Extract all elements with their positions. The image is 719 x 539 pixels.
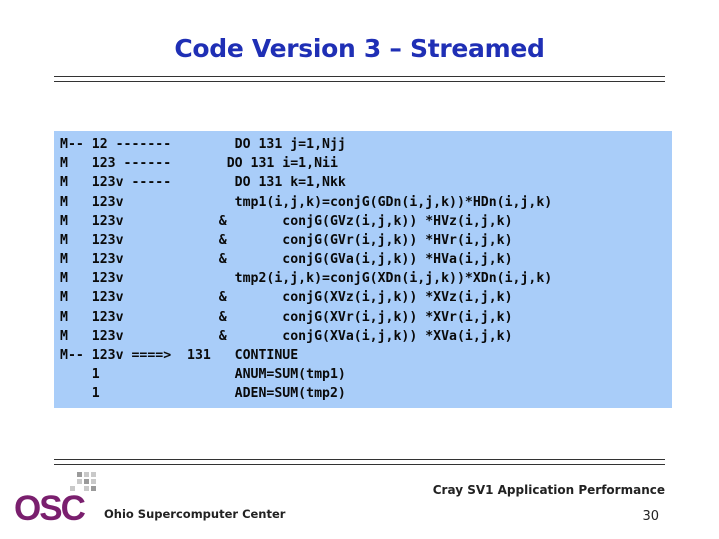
code-listing: M-- 12 ------- DO 131 j=1,Njj M 123 ----… bbox=[54, 131, 672, 408]
osc-logo: OSC bbox=[14, 472, 96, 526]
code-line: M 123 ------ DO 131 i=1,Nii bbox=[60, 156, 338, 171]
code-line: M 123v & conjG(GVa(i,j,k)) *HVa(i,j,k) bbox=[60, 252, 513, 267]
code-line: M 123v & conjG(GVr(i,j,k)) *HVr(i,j,k) bbox=[60, 233, 513, 248]
code-line: 1 ADEN=SUM(tmp2) bbox=[60, 386, 346, 401]
code-line: M 123v & conjG(XVz(i,j,k)) *XVz(i,j,k) bbox=[60, 290, 513, 305]
code-line: M 123v tmp1(i,j,k)=conjG(GDn(i,j,k))*HDn… bbox=[60, 195, 553, 210]
code-line: M 123v & conjG(XVr(i,j,k)) *XVr(i,j,k) bbox=[60, 310, 513, 325]
code-line: M 123v ----- DO 131 k=1,Nkk bbox=[60, 175, 346, 190]
code-line: M-- 123v ====> 131 CONTINUE bbox=[60, 348, 299, 363]
code-line: M-- 12 ------- DO 131 j=1,Njj bbox=[60, 137, 346, 152]
page-number: 30 bbox=[642, 509, 659, 524]
organization-name: Ohio Supercomputer Center bbox=[104, 507, 286, 521]
code-line: M 123v & conjG(XVa(i,j,k)) *XVa(i,j,k) bbox=[60, 329, 513, 344]
bottom-divider bbox=[54, 459, 665, 465]
slide-title: Code Version 3 – Streamed bbox=[174, 34, 545, 63]
code-line: M 123v tmp2(i,j,k)=conjG(XDn(i,j,k))*XDn… bbox=[60, 271, 553, 286]
top-divider bbox=[54, 76, 665, 82]
svg-text:OSC: OSC bbox=[14, 489, 86, 526]
footer-title: Cray SV1 Application Performance bbox=[432, 483, 665, 497]
code-line: 1 ANUM=SUM(tmp1) bbox=[60, 367, 346, 382]
code-line: M 123v & conjG(GVz(i,j,k)) *HVz(i,j,k) bbox=[60, 214, 513, 229]
